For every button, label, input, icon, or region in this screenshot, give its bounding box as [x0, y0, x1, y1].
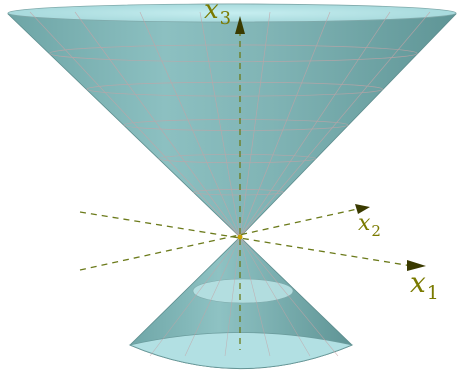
axis-arrows	[235, 16, 426, 271]
x3-axis-label: x3	[204, 0, 231, 29]
x1-axis-label: x1	[410, 266, 439, 304]
upper-mesh-ring	[49, 44, 418, 63]
lower-mesh-generator	[239, 236, 311, 357]
upper-mesh-generator	[29, 11, 241, 238]
upper-mesh-generator	[139, 11, 241, 238]
upper-mesh-ring	[86, 81, 383, 97]
lower-mesh-generator	[239, 236, 271, 357]
upper-cone	[7, 3, 457, 238]
x1-arrowhead	[407, 260, 426, 271]
origin-point	[237, 234, 243, 240]
lower-cone-inner-ring	[192, 278, 294, 304]
upper-mesh-generator	[239, 11, 331, 238]
x1-axis-line	[79, 211, 413, 267]
lower-mesh-generator	[224, 236, 241, 357]
upper-mesh-generator	[239, 11, 431, 238]
upper-cone-surface	[7, 3, 457, 238]
lower-mesh-generator	[184, 236, 241, 357]
upper-cone-mesh	[29, 11, 431, 238]
lower-cone-base-front	[128, 332, 354, 369]
x3-arrowhead	[235, 16, 245, 34]
upper-mesh-generator	[239, 11, 391, 238]
upper-mesh-ring	[158, 154, 316, 164]
x2-axis-line	[79, 207, 363, 271]
lower-cone	[128, 236, 354, 370]
lower-cone-mesh	[149, 236, 339, 357]
x2-arrowhead	[355, 204, 370, 214]
upper-mesh-generator	[74, 11, 241, 238]
upper-mesh-generator	[199, 11, 241, 238]
axes	[79, 30, 413, 350]
upper-cone-rim	[7, 3, 457, 23]
upper-mesh-generator	[239, 11, 271, 238]
lower-mesh-generator	[239, 236, 339, 357]
lower-mesh-generator	[149, 236, 241, 357]
x2-axis-label: x2	[358, 211, 381, 240]
upper-mesh-ring	[193, 189, 284, 196]
upper-mesh-ring	[123, 119, 349, 131]
